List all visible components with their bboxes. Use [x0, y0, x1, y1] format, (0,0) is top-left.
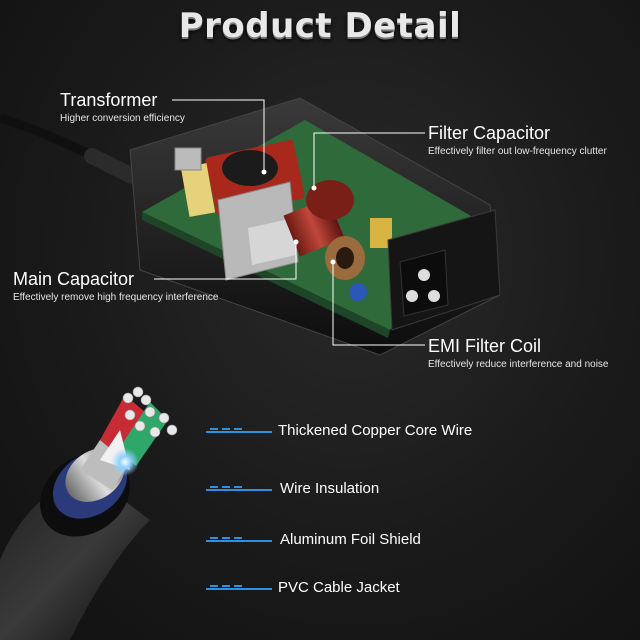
cable-cross-section [0, 386, 178, 640]
cable-leaders [206, 428, 272, 590]
callout-emi-filter-coil: EMI Filter Coil Effectively reduce inter… [428, 336, 608, 372]
callout-transformer: Transformer Higher conversion efficiency [60, 90, 185, 126]
cable-layer-foil-shield: Aluminum Foil Shield [280, 531, 421, 548]
cable-layer-pvc-jacket: PVC Cable Jacket [278, 579, 400, 596]
callout-title: Transformer [60, 90, 158, 110]
callout-title: Main Capacitor [13, 269, 135, 289]
leader-lines [154, 99, 425, 346]
cable-layer-copper-core: Thickened Copper Core Wire [278, 422, 473, 439]
callout-main-capacitor: Main Capacitor Effectively remove high f… [13, 269, 218, 305]
callout-desc: Higher conversion efficiency [60, 113, 185, 124]
callout-desc: Effectively remove high frequency interf… [13, 292, 219, 303]
callout-title: Filter Capacitor [428, 123, 551, 143]
page-title: Product Detail [178, 6, 462, 46]
cable-layer-insulation: Wire Insulation [280, 480, 380, 497]
callout-desc: Effectively filter out low-frequency clu… [428, 146, 607, 157]
callout-title: EMI Filter Coil [428, 336, 542, 356]
callout-desc: Effectively reduce interference and nois… [428, 359, 609, 370]
callout-filter-capacitor: Filter Capacitor Effectively filter out … [428, 123, 607, 159]
